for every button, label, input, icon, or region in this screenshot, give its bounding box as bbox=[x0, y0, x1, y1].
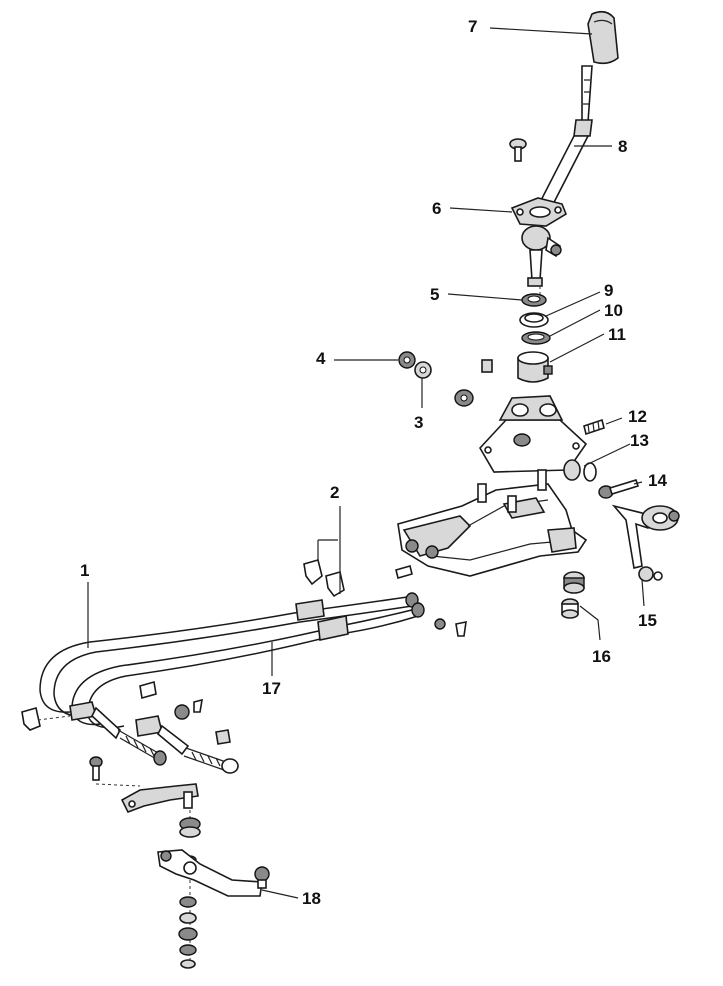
shift-lever bbox=[534, 65, 593, 215]
label-3: 3 bbox=[414, 413, 423, 432]
label-4: 4 bbox=[316, 349, 326, 368]
lower-bracket-18 bbox=[157, 849, 270, 897]
nut-4 bbox=[398, 351, 416, 369]
label-10: 10 bbox=[604, 301, 623, 320]
select-cable-17 bbox=[71, 602, 425, 729]
label-1: 1 bbox=[80, 561, 89, 580]
clip-left-b bbox=[21, 706, 41, 731]
label-17: 17 bbox=[262, 679, 281, 698]
bushing-13 bbox=[563, 459, 597, 482]
spring-pin-12 bbox=[583, 418, 605, 436]
stud-nut-a bbox=[481, 359, 493, 373]
label-9: 9 bbox=[604, 281, 613, 300]
label-8: 8 bbox=[618, 137, 627, 156]
label-16: 16 bbox=[592, 647, 611, 666]
label-6: 6 bbox=[432, 199, 441, 218]
label-5: 5 bbox=[430, 285, 439, 304]
assembly-line-b bbox=[95, 783, 141, 787]
shifter-base-bracket bbox=[397, 469, 588, 577]
stud-nut-b bbox=[454, 389, 474, 407]
mount-16 bbox=[561, 571, 585, 619]
shift-housing-top-cover bbox=[479, 395, 588, 473]
label-14: 14 bbox=[648, 471, 667, 490]
washer-left bbox=[174, 698, 231, 745]
callout-labels: 7 8 6 5 9 10 11 4 3 12 13 14 2 1 15 16 1… bbox=[80, 17, 667, 908]
leader-lines bbox=[87, 27, 645, 899]
clip-2b bbox=[325, 570, 345, 598]
label-18: 18 bbox=[302, 889, 321, 908]
bushing-5 bbox=[521, 293, 547, 307]
ring-10 bbox=[521, 331, 551, 345]
lower-bolt bbox=[89, 756, 103, 781]
label-13: 13 bbox=[630, 431, 649, 450]
cable-adjuster-b bbox=[135, 715, 239, 774]
washer-3 bbox=[414, 361, 432, 379]
lever-bolt bbox=[509, 138, 527, 162]
bolt-14 bbox=[598, 479, 640, 499]
lever-ball-pivot bbox=[521, 225, 562, 287]
shift-cable-1 bbox=[39, 592, 419, 717]
clip-left-a bbox=[139, 680, 157, 700]
socket-11 bbox=[517, 351, 553, 383]
select-lever-15 bbox=[611, 504, 680, 582]
shift-knob bbox=[587, 10, 619, 65]
lever-retainer bbox=[510, 197, 567, 227]
label-15: 15 bbox=[638, 611, 657, 630]
label-7: 7 bbox=[468, 17, 477, 36]
seat-9 bbox=[519, 312, 549, 328]
clip-2a bbox=[303, 559, 323, 586]
label-12: 12 bbox=[628, 407, 647, 426]
lower-washer-stack bbox=[178, 896, 198, 969]
label-2: 2 bbox=[330, 483, 339, 502]
label-11: 11 bbox=[608, 325, 626, 344]
assembly-line-a bbox=[37, 715, 71, 721]
cable-end-washer bbox=[434, 618, 467, 637]
lower-link-lever bbox=[120, 783, 199, 814]
cable-end-clip bbox=[395, 565, 413, 579]
cable-adjuster-a bbox=[69, 701, 167, 766]
